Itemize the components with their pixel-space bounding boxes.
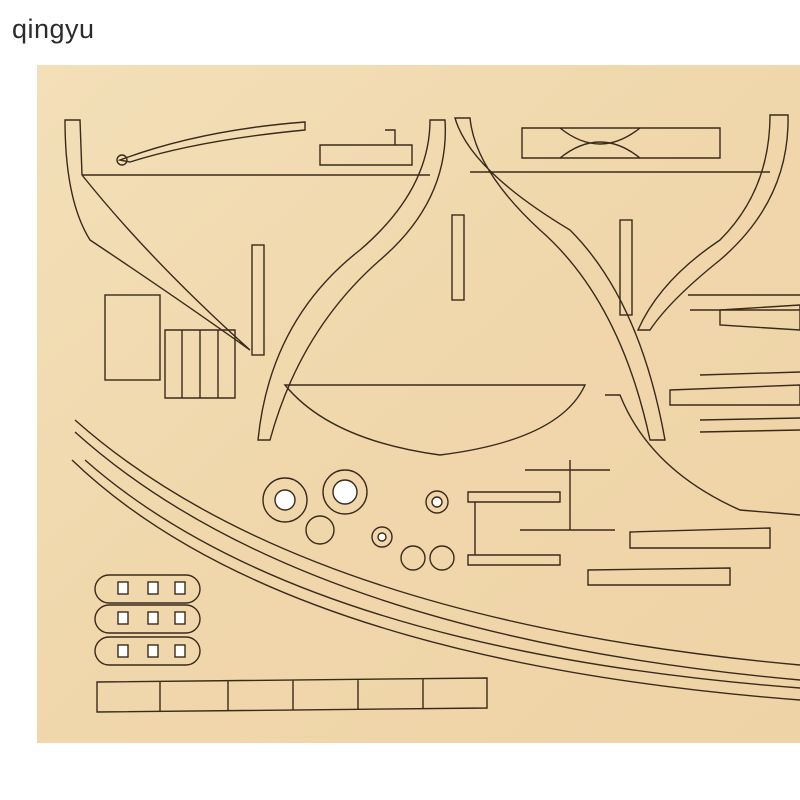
small-bracket [319, 129, 413, 166]
square-piece [104, 294, 161, 381]
gratings [94, 574, 201, 666]
frame-left [64, 119, 251, 351]
cannon [669, 384, 800, 406]
curved-spar [117, 121, 306, 163]
watermark-text: qingyu [12, 14, 95, 44]
bottom-strip [96, 677, 488, 713]
right-frame-lower [605, 394, 800, 516]
keel-strip-2 [71, 459, 800, 701]
keel-strip-2b [84, 459, 800, 689]
cannon [699, 371, 800, 433]
frame-center [454, 117, 666, 441]
boat-deck [283, 384, 587, 456]
keel-strip-1 [74, 419, 800, 666]
planks [164, 329, 236, 399]
frame-center-left [257, 119, 447, 441]
wood-board [37, 65, 800, 743]
cannon [719, 304, 800, 331]
cannon [629, 527, 771, 549]
keel-strip-1b [74, 431, 800, 681]
cannon [587, 567, 731, 586]
ornament [521, 127, 721, 159]
frame-right [636, 114, 789, 331]
